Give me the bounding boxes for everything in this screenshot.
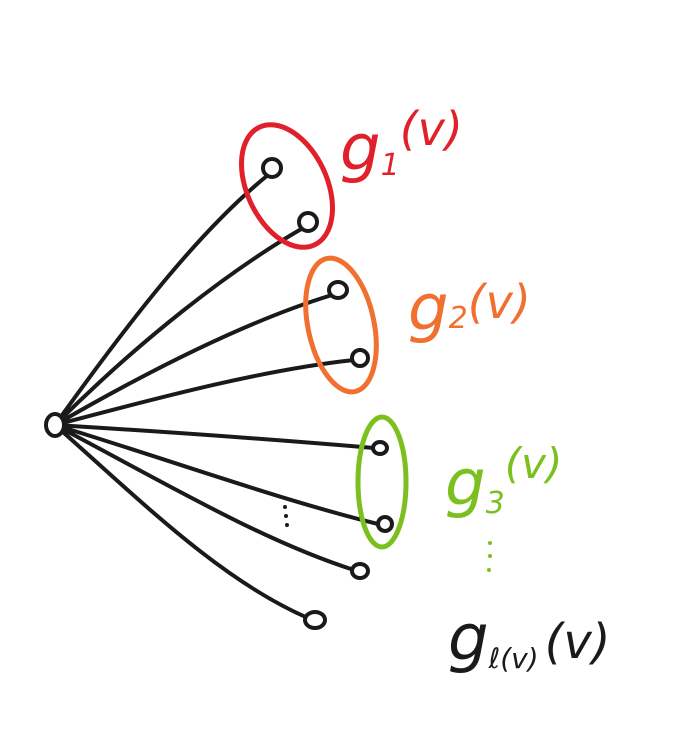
group-3-outline <box>355 414 409 550</box>
edges <box>53 173 380 620</box>
node <box>376 515 394 533</box>
node <box>297 211 319 233</box>
groups <box>239 122 409 550</box>
edge <box>53 358 356 427</box>
edge <box>53 423 376 450</box>
center-node <box>44 412 66 438</box>
node <box>350 348 370 368</box>
group-1-outline <box>239 122 335 250</box>
edge <box>53 423 356 572</box>
label-gl: gℓ(v)(v) <box>448 602 610 676</box>
label-g1: g1(v) <box>340 102 463 186</box>
node <box>371 440 389 456</box>
edge <box>53 423 310 620</box>
edge <box>53 293 334 427</box>
label-g2: g2(v) <box>408 272 531 346</box>
green-dots <box>487 541 492 572</box>
node <box>350 562 370 580</box>
black-dots <box>283 505 289 527</box>
edge <box>53 423 380 526</box>
node <box>327 280 349 300</box>
node <box>303 610 327 630</box>
edge <box>53 226 305 427</box>
node <box>261 157 283 179</box>
nodes <box>44 157 394 630</box>
edge <box>53 173 270 427</box>
group-2-outline <box>303 255 379 395</box>
label-g3: g3(v) <box>445 439 562 521</box>
